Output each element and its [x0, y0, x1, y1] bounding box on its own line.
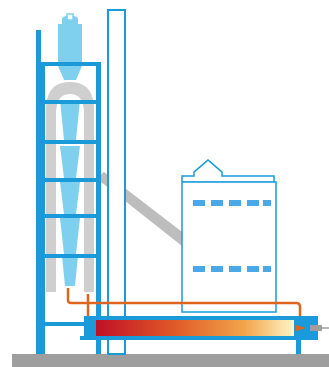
ground	[12, 354, 329, 367]
preheater-tower	[36, 13, 101, 354]
exhaust-stack	[107, 9, 126, 355]
kiln-burner	[294, 318, 329, 338]
kiln-supports	[96, 340, 101, 354]
cyclone-stack	[58, 13, 82, 286]
silo-windows-upper	[193, 200, 271, 206]
tower-right-column	[96, 62, 101, 354]
rotary-kiln	[96, 320, 294, 336]
storage-silo	[181, 159, 277, 313]
tower-floors	[41, 62, 101, 326]
silo-windows-lower	[193, 266, 271, 272]
tower-left-column	[36, 30, 41, 354]
